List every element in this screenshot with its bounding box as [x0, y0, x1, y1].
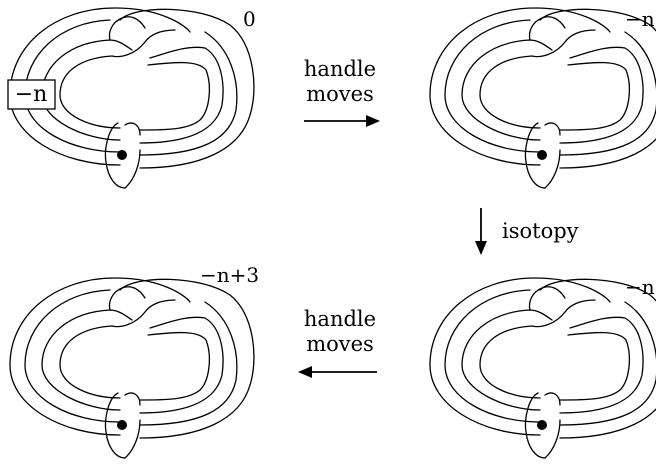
framing-label-bottom-right: −n — [625, 275, 655, 299]
framing-label-top-right: −n — [625, 7, 655, 31]
arrow-down-head — [475, 241, 487, 255]
arrow-right-head — [366, 115, 380, 127]
arrow-handle-moves-top: handle moves — [304, 57, 380, 127]
knot-diagram-bottom-right — [429, 277, 656, 459]
arrow-handle-moves-bottom: handle moves — [298, 307, 377, 378]
arrow-bottom-label-line1: handle — [304, 307, 376, 331]
arrow-bottom-label-line2: moves — [306, 332, 374, 356]
arrow-top-label-line1: handle — [304, 57, 376, 81]
arrow-isotopy: isotopy — [475, 208, 579, 255]
arrow-left-head — [298, 366, 312, 378]
framing-label-bottom-left: −n+3 — [200, 263, 259, 287]
framing-label-top-left: 0 — [243, 7, 256, 31]
knot-diagram-bottom-left — [9, 277, 255, 459]
arrow-isotopy-label: isotopy — [502, 219, 579, 243]
knot-diagram-top-right — [429, 7, 656, 189]
box-label: −n — [15, 82, 48, 107]
arrow-top-label-line2: moves — [306, 82, 374, 106]
framing-box: −n — [7, 79, 56, 110]
